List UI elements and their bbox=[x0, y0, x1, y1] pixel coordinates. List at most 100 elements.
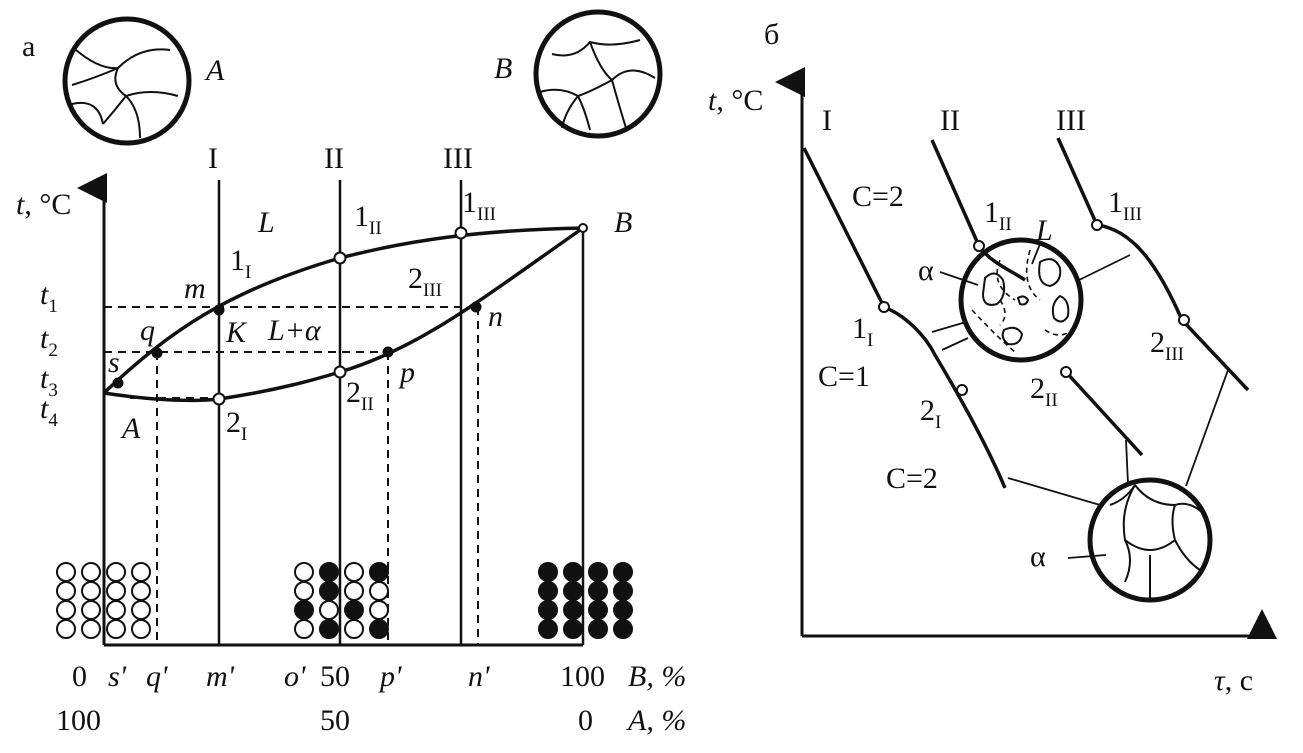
label-B-top: B bbox=[614, 206, 632, 239]
panel-a-letter: а bbox=[22, 30, 35, 63]
leader-5 bbox=[1125, 439, 1129, 485]
atom-A bbox=[131, 619, 151, 639]
atom-B bbox=[369, 562, 389, 582]
x-axis-label-A: A, % bbox=[626, 704, 686, 737]
label-p: p bbox=[398, 356, 415, 389]
point-p bbox=[382, 346, 394, 358]
atom-A bbox=[106, 600, 126, 620]
label-b-2-II: 2II bbox=[1030, 372, 1058, 411]
atom-B bbox=[613, 562, 633, 582]
xtick-B-100: 100 bbox=[560, 660, 605, 693]
dof-label-1: C=2 bbox=[852, 180, 904, 213]
atom-A bbox=[81, 562, 101, 582]
label-s: s bbox=[108, 346, 120, 379]
atom-A bbox=[344, 581, 364, 601]
temp-label-t3: t3 bbox=[40, 362, 58, 401]
phase-label-alpha-lower: α bbox=[1030, 540, 1046, 573]
point-q bbox=[151, 347, 163, 359]
atom-B bbox=[588, 581, 608, 601]
atom-A bbox=[369, 600, 389, 620]
atom-B bbox=[538, 600, 558, 620]
atom-B bbox=[294, 600, 314, 620]
point-2-I bbox=[212, 392, 226, 406]
microstructure-L-alpha bbox=[958, 237, 1084, 363]
label-1-I: 1I bbox=[230, 244, 251, 283]
leader-alpha-lower bbox=[1067, 554, 1107, 559]
label-b-2-I: 2I bbox=[920, 394, 941, 433]
atom-grid-middle bbox=[294, 562, 389, 639]
atom-B bbox=[319, 562, 339, 582]
point-n bbox=[470, 301, 482, 313]
panel-b: б t, °C τ, с I II III bbox=[708, 18, 1277, 697]
atom-A bbox=[56, 600, 76, 620]
xtick-n: n' bbox=[468, 660, 490, 693]
alloy-label-II: II bbox=[324, 142, 344, 175]
label-n: n bbox=[488, 300, 503, 333]
cooling-curve-III bbox=[1056, 137, 1250, 392]
point-s bbox=[112, 377, 124, 389]
atom-A bbox=[131, 562, 151, 582]
atom-B bbox=[538, 581, 558, 601]
point-2-II bbox=[333, 365, 347, 379]
atom-A bbox=[81, 600, 101, 620]
atom-B bbox=[344, 600, 364, 620]
cooling-curve-II-lower bbox=[1064, 370, 1144, 457]
atom-A bbox=[344, 619, 364, 639]
panel-a: а A B t, °C I II III bbox=[16, 9, 686, 737]
label-b-1-I: 1I bbox=[852, 312, 873, 351]
atom-B bbox=[563, 562, 583, 582]
xtick-A-50: 50 bbox=[320, 704, 350, 737]
atom-A bbox=[131, 581, 151, 601]
leader-L bbox=[1031, 243, 1041, 265]
curve-label-II: II bbox=[940, 104, 960, 137]
leader-1 bbox=[931, 321, 967, 333]
y-axis-label-a: t, °C bbox=[16, 188, 71, 221]
label-b-1-II: 1II bbox=[984, 196, 1012, 235]
temp-label-t1: t1 bbox=[40, 278, 58, 317]
phase-label-alpha-upper: α bbox=[918, 254, 934, 287]
temp-label-t4: t4 bbox=[40, 392, 58, 431]
label-2-I: 2I bbox=[226, 406, 247, 445]
structure-label-B: B bbox=[494, 52, 512, 85]
xtick-s: s' bbox=[108, 660, 127, 693]
y-axis-label-b: t, °C bbox=[708, 84, 763, 117]
label-2-II: 2II bbox=[346, 376, 374, 415]
atom-B bbox=[538, 619, 558, 639]
points-b bbox=[878, 219, 1190, 396]
xtick-B-50: 50 bbox=[320, 660, 350, 693]
dashed-construction-lines bbox=[104, 306, 479, 645]
atom-grid-left bbox=[56, 562, 151, 639]
atom-B bbox=[613, 619, 633, 639]
xtick-m: m' bbox=[206, 660, 235, 693]
atom-B bbox=[588, 562, 608, 582]
phase-label-L: L bbox=[1035, 214, 1053, 247]
label-1-II: 1II bbox=[354, 200, 382, 239]
point-1-II bbox=[333, 251, 347, 265]
point-B bbox=[578, 223, 588, 233]
atom-A bbox=[106, 619, 126, 639]
leader-6 bbox=[1185, 369, 1229, 487]
leader-alpha-upper bbox=[939, 271, 979, 286]
atom-B bbox=[563, 600, 583, 620]
dof-label-2: C=1 bbox=[818, 360, 870, 393]
x-axis-label-B: B, % bbox=[628, 660, 686, 693]
atom-A bbox=[106, 581, 126, 601]
atom-A bbox=[56, 562, 76, 582]
leader-4 bbox=[1007, 477, 1101, 506]
panel-b-letter: б bbox=[764, 18, 779, 51]
atom-A bbox=[294, 581, 314, 601]
label-b-2-III: 2III bbox=[1150, 326, 1184, 365]
label-b-1-III: 1III bbox=[1108, 186, 1142, 225]
points-a bbox=[112, 223, 588, 406]
atom-A bbox=[319, 600, 339, 620]
structure-label-A: A bbox=[204, 54, 225, 87]
atom-A bbox=[56, 619, 76, 639]
atom-B bbox=[563, 619, 583, 639]
region-L-alpha: L+α bbox=[267, 314, 322, 347]
atom-A bbox=[369, 581, 389, 601]
point-1-III bbox=[454, 226, 468, 240]
microstructure-B bbox=[533, 9, 663, 139]
label-K: K bbox=[225, 316, 248, 349]
atom-B bbox=[319, 619, 339, 639]
